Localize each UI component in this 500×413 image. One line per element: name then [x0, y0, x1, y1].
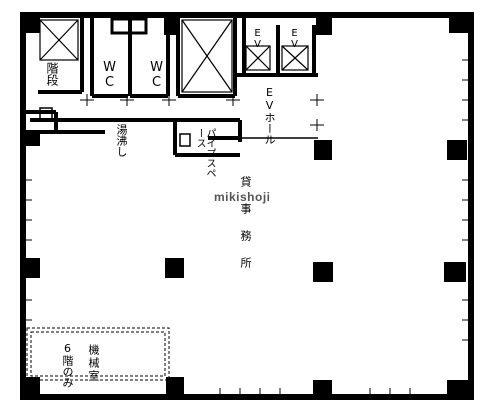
columns: [22, 15, 469, 398]
ev-hall-label: EVホール: [263, 86, 276, 145]
wc-left-label: WC: [102, 60, 117, 90]
sixth-floor-only-label: 6階のみ: [61, 342, 74, 388]
shaft-boxes: [39, 19, 309, 93]
window-ticks: [23, 59, 471, 397]
core-walls: [26, 17, 318, 157]
pipe-space-label: パイプスペース: [194, 128, 215, 178]
office-label: 貸事務所: [239, 176, 252, 284]
core-thin-walls: [39, 107, 318, 147]
ev-2-label: EV: [289, 28, 300, 50]
outer-walls: [20, 12, 474, 400]
machine-room-label: 機械室: [87, 344, 100, 383]
grid-markers: [80, 94, 324, 131]
machine-room-outline: [26, 327, 170, 381]
wc-right-label: WC: [149, 60, 164, 90]
watermark: mikishoji: [214, 190, 271, 204]
stairs-label: 階段: [45, 62, 59, 86]
ev-1-label: EV: [252, 28, 263, 50]
yuwakashi-label: 湯沸し: [115, 124, 128, 157]
